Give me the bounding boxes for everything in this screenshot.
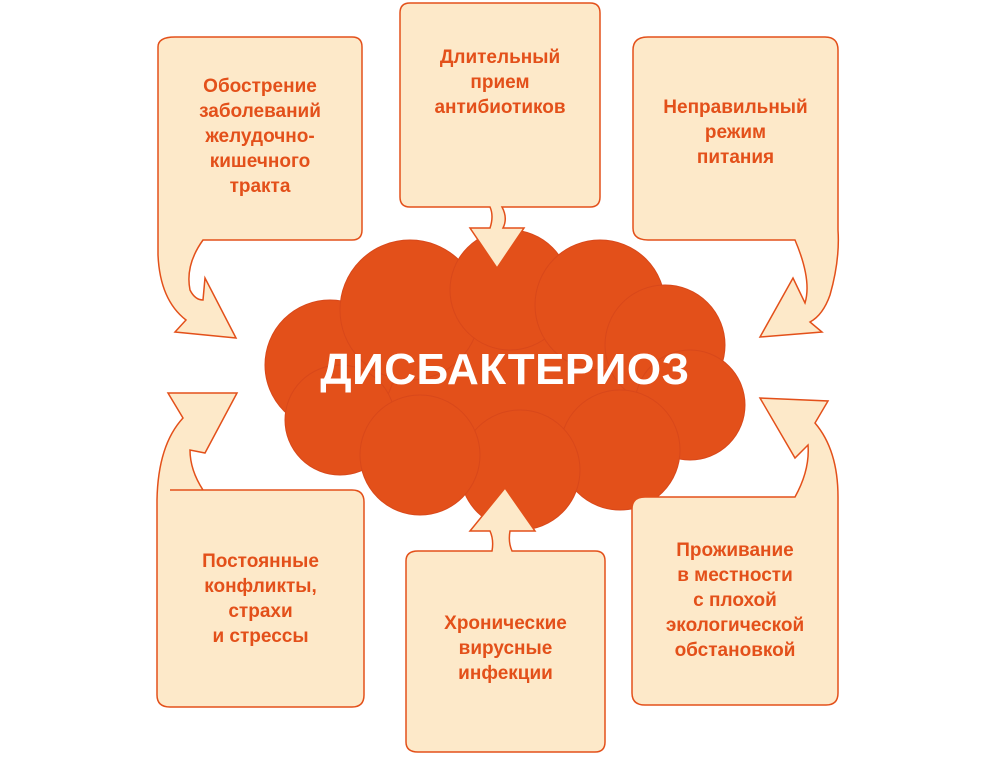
cause-ecology: Проживание в местности с плохой экологич… (665, 540, 805, 661)
center-title: ДИСБАКТЕРИОЗ (320, 345, 690, 394)
cloud-shape (264, 229, 746, 531)
callout-bottom-center (405, 486, 606, 753)
callout-bottom-right (631, 397, 839, 706)
cause-stress: Постоянные конфликты, страхи и стрессы (202, 551, 319, 647)
cause-viral-infections: Хронические вирусные инфекции (444, 613, 567, 684)
callout-bottom-left (156, 392, 365, 708)
callout-top-right (632, 36, 840, 338)
callout-top-center (399, 2, 601, 270)
cause-diet: Неправильный режим питания (663, 97, 808, 168)
cause-antibiotics: Длительный прием антибиотиков (434, 47, 566, 118)
cause-gastrointestinal: Обострение заболеваний желудочно- кишечн… (199, 76, 321, 197)
callout-top-left (157, 36, 363, 339)
